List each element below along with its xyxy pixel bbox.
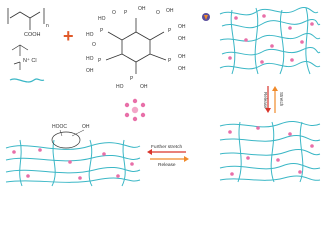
gelation-arrow <box>202 13 210 21</box>
svg-text:P: P <box>168 58 172 64</box>
svg-text:P: P <box>124 10 128 16</box>
ammonium-label: N⁺ Cl <box>23 57 37 64</box>
svg-text:O: O <box>112 10 116 16</box>
release-label: Release <box>263 92 268 109</box>
network-bottom-left <box>5 139 141 187</box>
svg-text:O: O <box>92 42 96 48</box>
hooc-leader <box>59 129 63 137</box>
stretch-arrows <box>265 86 278 113</box>
diagram-canvas: n COOH N⁺ Cl + HO O P OH O OH HO P O HO … <box>5 6 321 187</box>
phytic-acid-structure <box>105 18 167 74</box>
network-top <box>219 7 321 75</box>
svg-text:OH: OH <box>178 54 186 60</box>
svg-text:OH: OH <box>178 24 186 30</box>
phytic-acid-icon <box>124 98 146 122</box>
svg-text:P: P <box>168 28 172 34</box>
hbond-inset-circle <box>51 131 81 149</box>
network-bottom-right-frame <box>218 118 320 184</box>
plus-sign: + <box>63 26 74 46</box>
svg-text:OH: OH <box>166 8 174 14</box>
svg-text:P: P <box>100 28 104 34</box>
svg-text:OH: OH <box>178 66 186 72</box>
svg-text:HO: HO <box>86 56 94 62</box>
svg-text:HO: HO <box>98 16 106 22</box>
stretch-label: Stretch <box>279 92 284 107</box>
network-bottom-right <box>219 120 321 183</box>
further-stretch-arrows <box>147 149 189 162</box>
diagram-svg: n COOH N⁺ Cl + HO O P OH O OH HO P O HO … <box>5 6 321 187</box>
phytic-labels: HO O P OH O OH HO P O HO P OH P OH OH P … <box>86 6 186 90</box>
monomer-structure <box>11 44 29 70</box>
repeat-unit-label: n <box>46 23 49 29</box>
oh-label: OH <box>82 124 90 130</box>
svg-text:OH: OH <box>138 6 146 12</box>
svg-text:OH: OH <box>86 68 94 74</box>
hooc-label: HOOC <box>52 124 67 130</box>
polymer-structure <box>7 8 45 30</box>
svg-text:P: P <box>98 58 102 64</box>
cooh-group-label: COOH <box>24 32 41 38</box>
svg-text:P: P <box>130 76 134 82</box>
svg-text:HO: HO <box>116 84 124 90</box>
oh-leader <box>71 129 85 137</box>
chain-icon <box>9 78 45 83</box>
further-stretch-label: Further stretch <box>151 144 183 150</box>
network-bottom-right-crosslinks <box>228 126 314 176</box>
svg-text:OH: OH <box>178 36 186 42</box>
svg-text:O: O <box>156 10 160 16</box>
network-top-crosslinks <box>228 14 314 64</box>
svg-text:HO: HO <box>86 32 94 38</box>
further-release-label: Release <box>158 162 176 168</box>
svg-text:OH: OH <box>140 84 148 90</box>
network-bottom-left-crosslinks <box>12 148 134 180</box>
